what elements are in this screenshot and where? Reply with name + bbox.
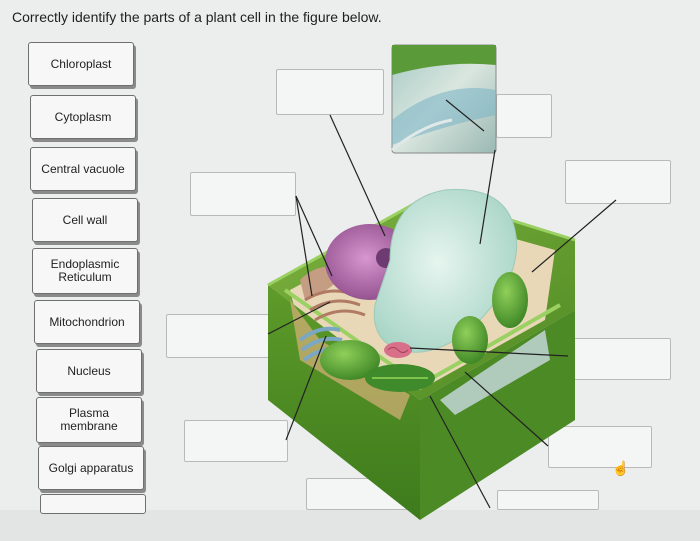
label-plasma-membrane[interactable]: Plasma membrane	[36, 397, 142, 443]
label-golgi-apparatus[interactable]: Golgi apparatus	[38, 446, 144, 490]
label-chloroplast[interactable]: Chloroplast	[28, 42, 134, 86]
mitochondrion-shape	[384, 342, 412, 358]
inset-zoom-image	[391, 44, 497, 154]
drop-target-3[interactable]	[565, 160, 671, 204]
pointer-cursor-icon: ☝	[612, 460, 630, 476]
drop-target-4[interactable]	[190, 172, 296, 216]
drop-target-10[interactable]	[497, 490, 599, 510]
drop-target-1[interactable]	[276, 69, 384, 115]
label-cell-wall[interactable]: Cell wall	[32, 198, 138, 242]
drop-target-6[interactable]	[565, 338, 671, 380]
leader-lines	[267, 99, 617, 509]
bottom-strip	[0, 510, 700, 541]
label-cytoplasm[interactable]: Cytoplasm	[30, 95, 136, 139]
label-endoplasmic-reticulum[interactable]: Endoplasmic Reticulum	[32, 248, 138, 294]
label-mitochondrion[interactable]: Mitochondrion	[34, 300, 140, 344]
label-central-vacuole[interactable]: Central vacuole	[30, 147, 136, 191]
chloroplast-shape	[320, 272, 528, 392]
label-partial[interactable]	[40, 494, 146, 514]
label-nucleus[interactable]: Nucleus	[36, 349, 142, 393]
drop-target-5[interactable]	[166, 314, 270, 358]
drop-target-2[interactable]	[496, 94, 552, 138]
drop-target-8[interactable]	[548, 426, 652, 468]
drop-target-7[interactable]	[184, 420, 288, 462]
question-instruction: Correctly identify the parts of a plant …	[12, 9, 382, 25]
